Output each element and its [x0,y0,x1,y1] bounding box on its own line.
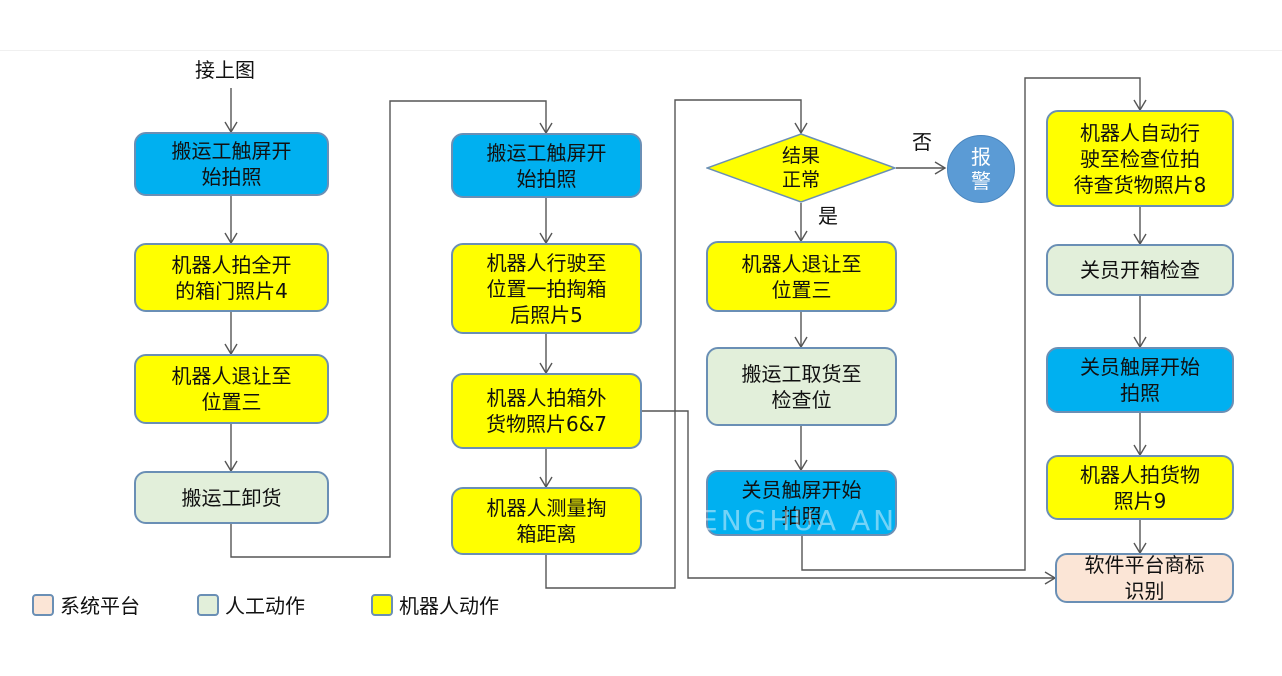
legend-label: 人工动作 [225,594,305,618]
legend-item-human: 人工动作 [197,590,305,619]
node-text: 机器人拍箱外 货物照片6&7 [485,386,608,436]
flow-node-robot-measure: 机器人测量掏 箱距离 [451,487,642,555]
alarm-node: 报 警 [947,135,1015,203]
node-text: 搬运工触屏开 始拍照 [171,139,292,189]
decision-result-normal: 结果 正常 [706,133,896,203]
legend-swatch-robot [371,593,393,616]
flow-node-platform-trademark-recognition: 软件平台商标 识别 [1055,553,1234,603]
flow-node-porter-unload: 搬运工卸货 [134,471,329,524]
node-text: 机器人拍货物 照片9 [1080,462,1200,513]
flow-node-robot-auto-drive-photo8: 机器人自动行 驶至检查位拍 待查货物照片8 [1046,110,1234,207]
top-separator [0,50,1282,51]
legend-item-robot: 机器人动作 [371,590,499,619]
decision-text: 结果 正常 [781,145,820,191]
wire-c2n3-to-platform [642,410,1057,585]
node-text: 关员触屏开始 拍照 [1080,355,1200,405]
flow-node-officer-touch-start-photo-2: 关员触屏开始 拍照 [1046,347,1234,413]
legend-item-platform: 系统平台 [32,590,140,619]
node-text: 关员开箱检查 [1080,258,1200,282]
flow-node-officer-touch-start-photo: 关员触屏开始 拍照 [706,470,897,536]
node-text: 机器人测量掏 箱距离 [486,496,607,546]
flow-node-porter-move-goods: 搬运工取货至 检查位 [706,347,897,426]
node-text: 软件平台商标 识别 [1084,553,1205,603]
flow-node-officer-open-inspect: 关员开箱检查 [1046,244,1234,296]
wire-c3-to-c4 [801,77,1147,571]
decision-no-label: 否 [912,130,932,154]
legend-swatch-platform [32,593,54,616]
flow-node-robot-retreat: 机器人退让至 位置三 [134,354,329,424]
legend-label: 系统平台 [60,594,140,618]
node-text: 搬运工触屏开 始拍照 [486,140,607,191]
flow-node-robot-retreat-2: 机器人退让至 位置三 [706,241,897,312]
flow-node-robot-photo-6-7: 机器人拍箱外 货物照片6&7 [451,373,642,449]
decision-yes-label: 是 [818,204,838,228]
node-text: 搬运工卸货 [181,485,282,510]
wire-c2-to-decision [545,99,808,589]
node-text: 关员触屏开始 拍照 [741,478,862,528]
legend-label: 机器人动作 [399,594,499,618]
flow-node-porter-touch-start-photo-2: 搬运工触屏开 始拍照 [451,133,642,198]
flow-node-porter-touch-start-photo: 搬运工触屏开 始拍照 [134,132,329,196]
start-label: 接上图 [195,58,255,82]
flow-node-robot-photo9: 机器人拍货物 照片9 [1046,455,1234,520]
node-text: 机器人拍全开 的箱门照片4 [171,252,292,303]
node-text: 机器人自动行 驶至检查位拍 待查货物照片8 [1073,120,1207,197]
node-text: 机器人退让至 位置三 [741,251,862,302]
wire-c1-to-c2 [230,100,553,558]
legend-swatch-human [197,593,219,616]
node-text: 机器人行驶至 位置一拍掏箱 后照片5 [486,250,607,327]
flow-node-robot-photo-door: 机器人拍全开 的箱门照片4 [134,243,329,312]
node-text: 搬运工取货至 检查位 [741,361,862,412]
node-text: 机器人退让至 位置三 [171,364,292,414]
flow-node-robot-drive-photo5: 机器人行驶至 位置一拍掏箱 后照片5 [451,243,642,334]
